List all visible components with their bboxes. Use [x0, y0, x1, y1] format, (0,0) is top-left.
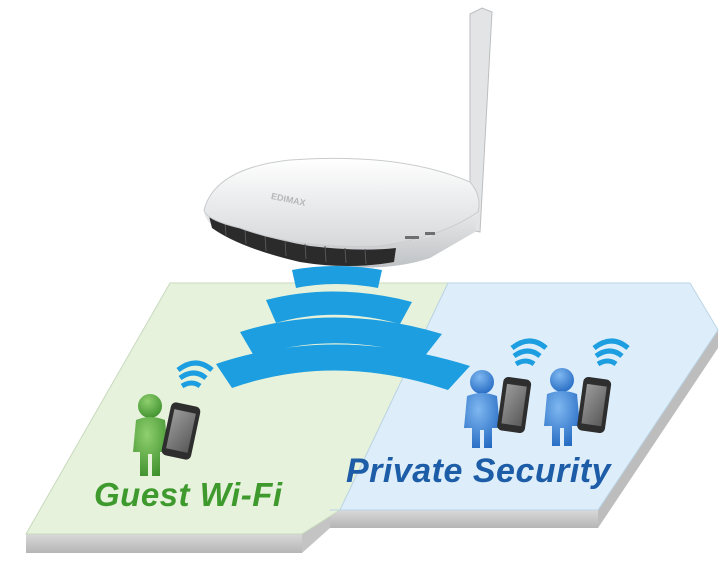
- router-wifi-signal-icon: [216, 266, 470, 390]
- smartphone-icon: [577, 376, 612, 434]
- smartphone-icon: [161, 402, 201, 460]
- floor-slab-edge: [26, 330, 718, 553]
- person-icon: [544, 368, 580, 446]
- person-icon: [464, 370, 500, 448]
- wifi-signal-icon: [510, 338, 548, 367]
- guest-user: [133, 360, 214, 476]
- router-vent: [208, 212, 396, 266]
- wifi-signal-icon: [176, 360, 214, 389]
- private-user-2: [544, 338, 630, 446]
- private-user-1: [464, 338, 548, 448]
- smartphone-icon: [497, 376, 532, 434]
- wifi-signal-icon: [592, 338, 630, 367]
- guest-wifi-label: Guest Wi-Fi: [94, 476, 283, 513]
- person-icon: [133, 394, 168, 476]
- router: EDIMAX: [203, 7, 493, 268]
- private-security-label: Private Security: [346, 452, 612, 490]
